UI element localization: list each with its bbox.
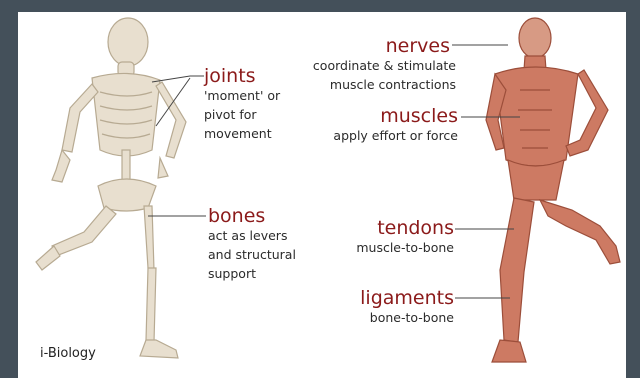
label-muscles: muscles apply effort or force — [318, 106, 458, 145]
credit-text: i-Biology — [40, 346, 96, 361]
muscles-title: muscles — [318, 106, 458, 126]
bones-desc-2: and structural — [208, 245, 296, 264]
muscle-figure — [486, 18, 620, 362]
bones-title: bones — [208, 206, 296, 226]
tendons-title: tendons — [350, 218, 454, 238]
label-nerves: nerves coordinate & stimulate muscle con… — [308, 36, 456, 94]
nerves-desc-1: coordinate & stimulate — [308, 56, 456, 75]
label-bones: bones act as levers and structural suppo… — [208, 206, 296, 283]
ligaments-title: ligaments — [356, 288, 454, 308]
ligaments-desc-1: bone-to-bone — [356, 308, 454, 327]
joints-title: joints — [204, 66, 280, 86]
muscles-desc-1: apply effort or force — [318, 126, 458, 145]
nerves-desc-2: muscle contractions — [308, 75, 456, 94]
bones-desc-1: act as levers — [208, 226, 296, 245]
bones-desc-3: support — [208, 264, 296, 283]
label-tendons: tendons muscle-to-bone — [350, 218, 454, 257]
tendons-desc-1: muscle-to-bone — [350, 238, 454, 257]
joints-desc-2: pivot for — [204, 105, 280, 124]
joints-desc-3: movement — [204, 124, 280, 143]
nerves-title: nerves — [308, 36, 450, 56]
skeleton-figure — [36, 18, 186, 358]
label-ligaments: ligaments bone-to-bone — [356, 288, 454, 327]
joints-desc-1: 'moment' or — [204, 86, 280, 105]
label-joints: joints 'moment' or pivot for movement — [204, 66, 280, 143]
